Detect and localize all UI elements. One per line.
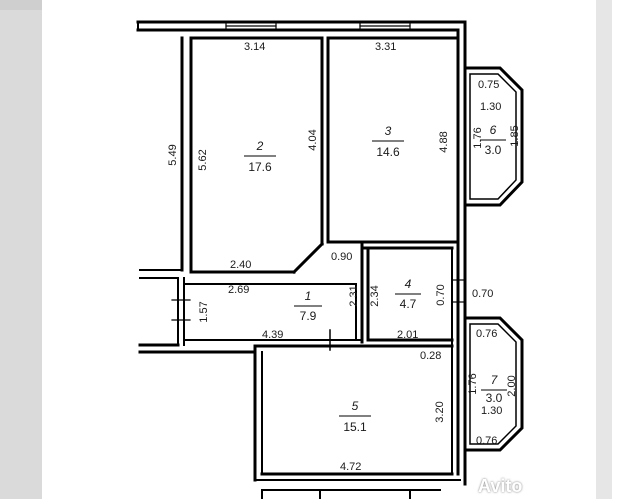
room-6-number: 6: [490, 123, 497, 137]
dim-4-04: 4.04: [307, 129, 319, 150]
dim-5-62: 5.62: [197, 149, 209, 170]
right-margin: [612, 0, 640, 499]
bay2-dim-0-76-bottom: 0.76: [476, 435, 497, 447]
room-2-area: 17.6: [248, 160, 272, 174]
room-1-label: 1 7.9: [294, 289, 322, 323]
bay2-dim-1-76: 1.76: [467, 373, 479, 394]
room-3-number: 3: [385, 124, 392, 138]
dim-1-57: 1.57: [198, 301, 210, 322]
bay1-dim-1-76: 1.76: [472, 127, 484, 148]
avito-watermark: Avito: [478, 476, 523, 496]
dim-5-49: 5.49: [167, 144, 179, 165]
dim-4-88: 4.88: [438, 131, 450, 152]
room-6-area: 3.0: [485, 143, 502, 157]
dim-2-40: 2.40: [230, 259, 251, 271]
dim-0-70-vertical: 0.70: [435, 284, 447, 305]
dim-2-69: 2.69: [228, 284, 249, 296]
room-4-number: 4: [405, 277, 412, 291]
dim-0-90: 0.90: [331, 251, 352, 263]
dim-0-28: 0.28: [420, 350, 441, 362]
top-left-strip: [0, 0, 72, 10]
room-2-label: 2 17.6: [244, 139, 276, 174]
room-3-label: 3 14.6: [372, 124, 404, 159]
left-margin: [0, 0, 42, 499]
room-4-label: 4 4.7: [395, 277, 421, 311]
bay1-dim-0-75: 0.75: [478, 79, 499, 91]
room-7-label: 7 3.0: [481, 373, 507, 405]
dim-3-20: 3.20: [434, 401, 446, 422]
room-2-number: 2: [256, 139, 264, 153]
bay2-dim-1-30: 1.30: [481, 405, 502, 417]
room-5-area: 15.1: [343, 420, 367, 434]
dim-2-31: 2.31: [348, 285, 360, 306]
bay1-dim-1-30: 1.30: [480, 101, 501, 113]
room-1-number: 1: [305, 289, 312, 303]
dim-4-39: 4.39: [262, 329, 283, 341]
dim-3-31: 3.31: [375, 41, 396, 53]
room-6-label: 6 3.0: [480, 123, 506, 157]
dim-0-70-horizontal: 0.70: [472, 288, 493, 300]
bay1-dim-1-85: 1.85: [509, 125, 521, 146]
room-5-label: 5 15.1: [339, 399, 371, 434]
room-4-area: 4.7: [400, 297, 417, 311]
bay2-dim-2-00: 2.00: [506, 375, 518, 396]
room-3-area: 14.6: [376, 145, 400, 159]
right-strip: [596, 0, 612, 499]
dim-4-72: 4.72: [340, 461, 361, 473]
room-1-area: 7.9: [300, 309, 317, 323]
bay2-dim-0-76-top: 0.76: [476, 328, 497, 340]
room-7-number: 7: [491, 373, 499, 387]
dim-2-34: 2.34: [369, 285, 381, 306]
dim-2-01: 2.01: [397, 329, 418, 341]
room-2-area: [194, 38, 322, 272]
room-5-number: 5: [352, 399, 359, 413]
dim-3-14: 3.14: [244, 41, 265, 53]
room-7-area: 3.0: [486, 391, 503, 405]
